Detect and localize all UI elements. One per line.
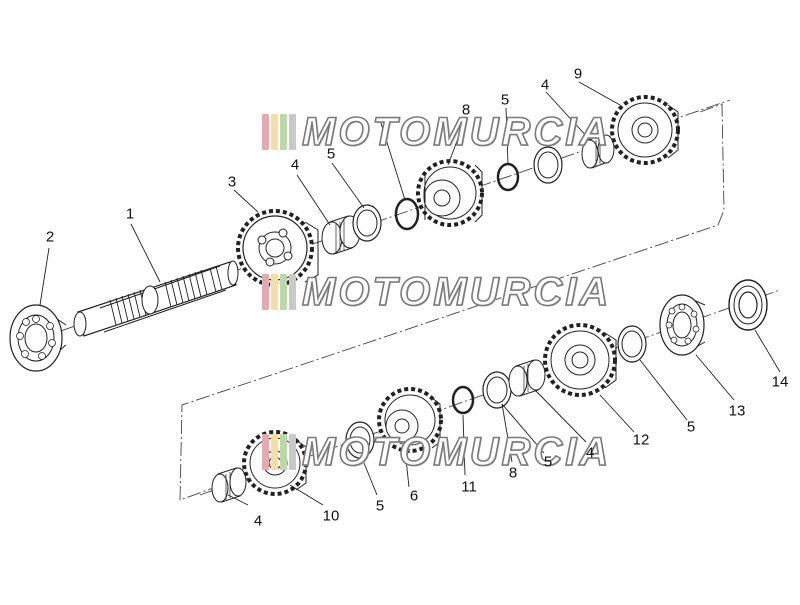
stripe-red [262, 114, 269, 150]
callout-part-2: 2 [45, 228, 55, 246]
stripe-gray [289, 434, 296, 470]
gear-part-6 [377, 387, 443, 453]
callout-part-9: 9 [573, 65, 583, 83]
callout-part-5-lower-a: 5 [375, 497, 385, 515]
bearing-part-13 [659, 294, 706, 356]
stripe-yellow [271, 114, 278, 150]
callout-part-5-upper-a: 5 [326, 145, 336, 163]
stripe-gray [289, 274, 296, 310]
shaft-part-1 [73, 260, 239, 337]
washer-part-5-lower-b [482, 371, 512, 409]
watermark-stripes-icon [262, 274, 298, 310]
circlip-part-8-upper [394, 197, 420, 231]
sliding-gear-part-8-upper [416, 159, 484, 227]
watermark-text: MOTOMURCIA [301, 109, 612, 155]
callout-part-14: 14 [771, 373, 789, 391]
stripe-red [262, 434, 269, 470]
callout-part-4-lower-right: 4 [585, 444, 595, 462]
callout-part-5-lower-c: 5 [686, 418, 696, 436]
callout-part-4-upper: 4 [290, 156, 300, 174]
watermark-stripes-icon [262, 434, 298, 470]
callout-part-8-upper: 8 [461, 101, 471, 119]
watermark-text: MOTOMURCIA [301, 429, 612, 475]
gear-part-12 [543, 323, 617, 397]
stripe-yellow [271, 434, 278, 470]
watermark-logo-middle: MOTOMURCIA [262, 269, 612, 315]
callout-part-5-upper-b: 5 [500, 91, 510, 109]
watermark-text: MOTOMURCIA [301, 269, 612, 315]
leader-lines [39, 81, 781, 506]
needle-bearing-part-4-upper [321, 215, 361, 255]
bearing-part-2 [9, 304, 67, 372]
callout-part-5-lower-b: 5 [543, 453, 553, 471]
needle-bearing-part-4-lower-right [508, 359, 546, 397]
callout-part-8-lower: 8 [508, 464, 518, 482]
stripe-green [280, 434, 287, 470]
stripe-gray [289, 114, 296, 150]
callout-part-4-upper-right: 4 [540, 76, 550, 94]
stripe-green [280, 274, 287, 310]
washer-part-5-upper-a [352, 204, 382, 242]
stripe-yellow [271, 274, 278, 310]
watermark-stripes-icon [262, 114, 298, 150]
callout-part-10: 10 [322, 507, 340, 525]
callout-part-13: 13 [728, 402, 746, 420]
watermark-logo-bottom: MOTOMURCIA [262, 429, 612, 475]
needle-bearing-part-4-lower-left [211, 467, 247, 503]
watermark-logo-top: MOTOMURCIA [262, 109, 612, 155]
callout-part-1: 1 [125, 205, 135, 223]
callout-part-4-lower-left: 4 [253, 512, 263, 530]
callout-part-11: 11 [461, 478, 477, 496]
gear-part-3 [236, 209, 319, 287]
stripe-red [262, 274, 269, 310]
stripe-green [280, 114, 287, 150]
callout-part-6: 6 [409, 487, 419, 505]
gear-part-9 [610, 95, 680, 165]
circlip-part-11 [451, 385, 475, 415]
washer-part-5-lower-c [617, 325, 647, 363]
oil-seal-part-14 [728, 279, 768, 331]
callout-part-12: 12 [632, 431, 650, 449]
callout-part-3: 3 [227, 173, 237, 191]
